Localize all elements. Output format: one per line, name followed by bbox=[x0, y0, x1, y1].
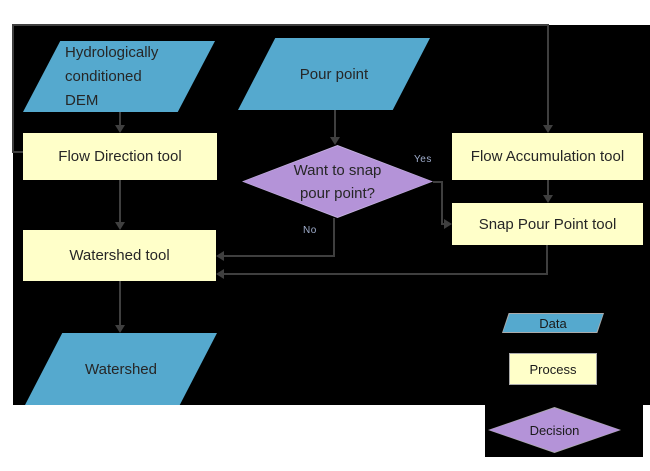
arrowhead-icon bbox=[543, 195, 553, 203]
connector-line bbox=[119, 112, 121, 126]
arrowhead-icon bbox=[115, 325, 125, 333]
connector-line bbox=[333, 218, 335, 257]
legend-label: Data bbox=[539, 315, 567, 331]
connector-line bbox=[119, 281, 121, 326]
connector-line bbox=[119, 180, 121, 223]
node-label: Watershed tool bbox=[69, 247, 170, 264]
edge-label-yes: Yes bbox=[414, 154, 432, 165]
legend-label: Process bbox=[529, 361, 577, 377]
node-label: Flow Accumulation tool bbox=[470, 148, 625, 165]
arrowhead-icon bbox=[543, 125, 553, 133]
node-label: Want to snap pour point? bbox=[293, 161, 382, 202]
connector-line bbox=[12, 24, 549, 26]
connector-line bbox=[222, 255, 335, 257]
connector-line bbox=[441, 223, 446, 225]
node-flow-direction-tool: Flow Direction tool bbox=[23, 133, 217, 180]
connector-line bbox=[334, 110, 336, 138]
node-hydrologically-conditioned-dem: Hydrologically conditioned DEM bbox=[23, 41, 215, 112]
arrowhead-icon bbox=[444, 219, 452, 229]
node-snap-decision: Want to snap pour point? bbox=[242, 145, 433, 218]
legend-item-decision: Decision bbox=[488, 407, 621, 453]
connector-line bbox=[546, 245, 548, 275]
node-label: Snap Pour Point tool bbox=[478, 215, 617, 233]
node-watershed: Watershed bbox=[25, 333, 217, 405]
connector-line bbox=[433, 181, 443, 183]
node-snap-pour-point-tool: Snap Pour Point tool bbox=[452, 203, 643, 245]
arrowhead-icon bbox=[115, 222, 125, 230]
legend-item-process: Process bbox=[509, 353, 597, 385]
connector-line bbox=[222, 273, 548, 275]
arrowhead-icon bbox=[115, 125, 125, 133]
edge-label-no: No bbox=[303, 225, 317, 236]
arrowhead-icon bbox=[216, 269, 224, 279]
connector-line bbox=[12, 24, 14, 153]
node-watershed-tool: Watershed tool bbox=[23, 230, 216, 281]
legend-item-data: Data bbox=[502, 313, 604, 333]
node-label: Flow Direction tool bbox=[58, 148, 182, 165]
connector-line bbox=[14, 151, 24, 153]
arrowhead-icon bbox=[330, 137, 340, 145]
connector-line bbox=[547, 24, 549, 126]
legend-label: Decision bbox=[529, 422, 580, 438]
node-flow-accumulation-tool: Flow Accumulation tool bbox=[452, 133, 643, 180]
node-pour-point: Pour point bbox=[238, 38, 430, 110]
connector-line bbox=[441, 181, 443, 225]
node-label: Pour point bbox=[299, 65, 369, 83]
arrowhead-icon bbox=[216, 251, 224, 261]
node-label: Hydrologically conditioned DEM bbox=[65, 43, 159, 109]
legend-data-shape bbox=[503, 314, 603, 332]
node-label: Watershed bbox=[85, 360, 157, 378]
connector-line bbox=[547, 180, 549, 196]
